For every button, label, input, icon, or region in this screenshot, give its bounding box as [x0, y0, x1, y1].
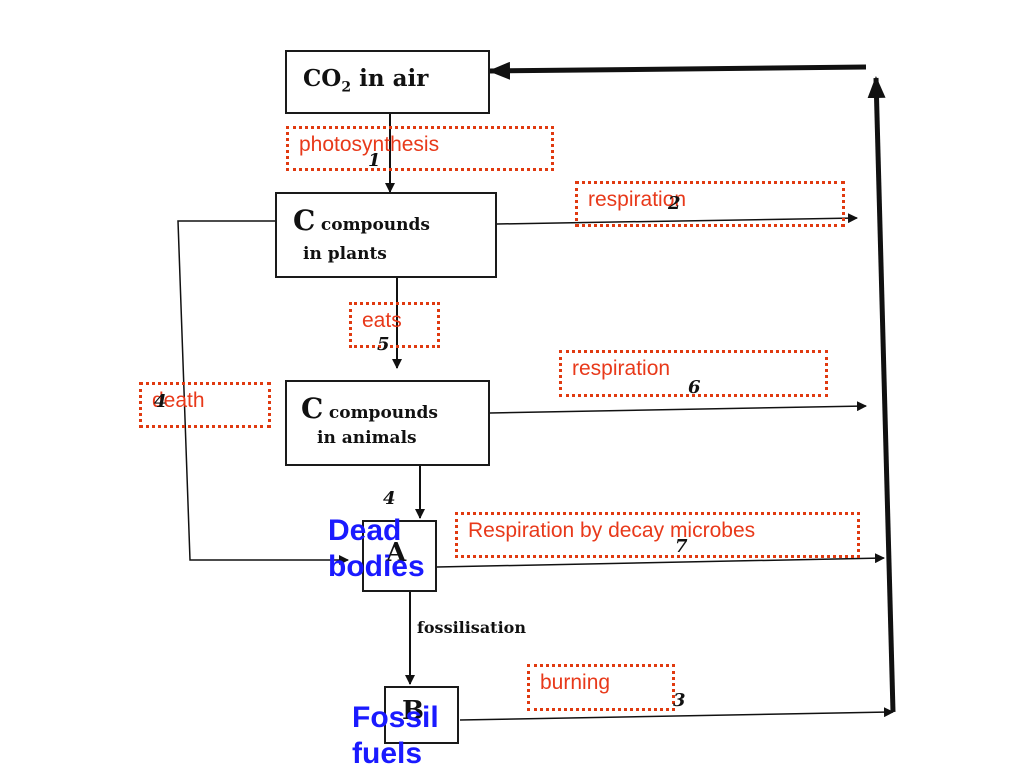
co2-label: CO	[303, 65, 342, 92]
plants-line2: in plants	[303, 244, 387, 264]
photosynthesis-label: photosynthesis	[299, 133, 440, 156]
arrow-respiration-animals	[489, 401, 867, 414]
plants-line1: compounds	[320, 215, 430, 235]
arrow-respiration-plants	[496, 213, 858, 225]
respiration-plants-label-box: respiration	[575, 181, 845, 227]
dead-bodies-line1: Dead	[328, 514, 402, 547]
decay-label-box: Respiration by decay microbes	[455, 512, 860, 558]
dead-bodies-line2: bodies	[328, 550, 425, 583]
step-number-1: 1	[368, 150, 381, 171]
step-number-5: 5	[377, 334, 390, 355]
plants-box: C compounds in plants	[275, 192, 497, 278]
box-a-letter: A	[386, 538, 407, 568]
box-b: B	[384, 686, 459, 744]
step-number-3: 3	[673, 690, 686, 711]
co2-box: CO2 in air	[285, 50, 490, 114]
return-line-top	[488, 61, 867, 80]
animals-letter: C	[301, 392, 324, 425]
co2-label-rest: in air	[351, 65, 429, 92]
photosynthesis-label-box: photosynthesis	[286, 126, 554, 171]
arrow-burning	[459, 707, 894, 721]
burning-label: burning	[540, 671, 611, 694]
return-line-vertical	[867, 76, 896, 713]
eats-label: eats	[362, 309, 402, 332]
animals-line1: compounds	[328, 403, 438, 423]
fossil-fuels-label: Fossil fuels	[352, 700, 439, 772]
step-number-death: 4	[154, 391, 167, 412]
step-number-4: 4	[383, 488, 396, 509]
step-number-6: 6	[688, 377, 701, 398]
dead-bodies-label: Dead bodies	[328, 513, 425, 585]
co2-subscript: 2	[341, 79, 352, 96]
respiration-animals-label: respiration	[572, 357, 671, 380]
respiration-animals-label-box: respiration	[559, 350, 828, 397]
burning-label-box: burning	[527, 664, 675, 711]
step-number-2: 2	[668, 193, 681, 214]
box-a: A	[362, 520, 437, 592]
eats-label-box: eats	[349, 302, 440, 348]
box-b-letter: B	[402, 696, 424, 726]
arrow-decay	[436, 553, 885, 568]
step-number-7: 7	[675, 536, 688, 557]
fossil-fuels-line2: fuels	[352, 737, 423, 770]
respiration-plants-label: respiration	[588, 188, 687, 211]
death-label: death	[152, 389, 205, 412]
fossilisation-label: fossilisation	[417, 618, 526, 637]
arrow-plant-death	[177, 220, 349, 565]
animals-box: C compounds in animals	[285, 380, 490, 466]
animals-line2: in animals	[317, 428, 417, 448]
plants-letter: C	[293, 204, 316, 237]
fossil-fuels-line1: Fossil	[352, 701, 439, 734]
decay-label: Respiration by decay microbes	[468, 519, 756, 542]
death-label-box: death	[139, 382, 271, 428]
